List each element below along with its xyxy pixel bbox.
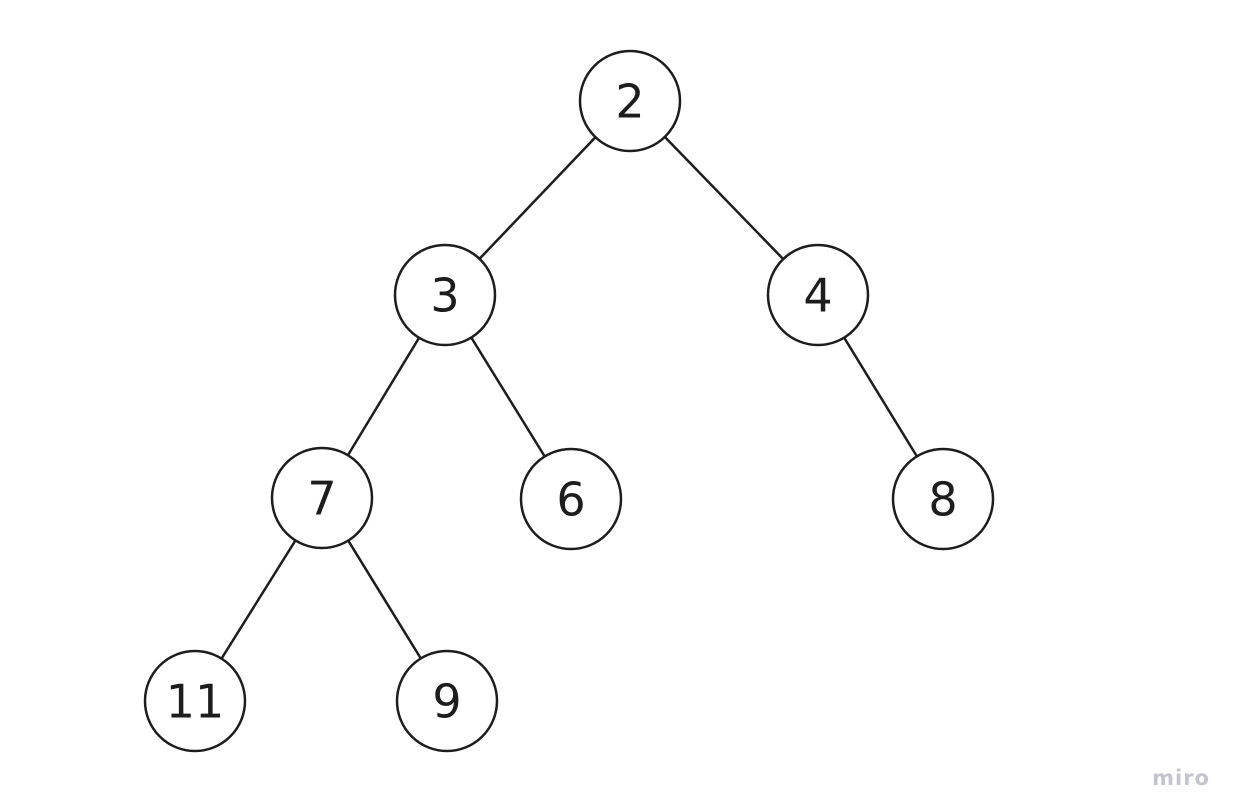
node-circle — [578, 49, 682, 153]
node-label: 3 — [430, 269, 459, 323]
node-label: 2 — [615, 75, 644, 129]
tree-node-7[interactable]: 7 — [270, 446, 374, 550]
node-label: 8 — [928, 473, 957, 527]
miro-logo: miro — [1152, 766, 1210, 790]
node-circle — [395, 649, 499, 753]
tree-node-6[interactable]: 6 — [519, 447, 623, 551]
node-circle — [393, 243, 497, 347]
node-label: 9 — [432, 675, 461, 729]
node-label: 6 — [556, 473, 585, 527]
node-circle — [519, 447, 623, 551]
node-label: 7 — [307, 472, 336, 526]
node-circle — [270, 446, 374, 550]
tree-node-4[interactable]: 4 — [766, 243, 870, 347]
node-circle — [766, 243, 870, 347]
tree-node-2[interactable]: 2 — [578, 49, 682, 153]
node-label: 4 — [803, 269, 832, 323]
node-label: 11 — [166, 675, 225, 729]
tree-node-8[interactable]: 8 — [891, 447, 995, 551]
node-circle — [143, 649, 247, 753]
tree-node-3[interactable]: 3 — [393, 243, 497, 347]
tree-node-11[interactable]: 11 — [143, 649, 247, 753]
node-circle — [891, 447, 995, 551]
tree-node-9[interactable]: 9 — [395, 649, 499, 753]
